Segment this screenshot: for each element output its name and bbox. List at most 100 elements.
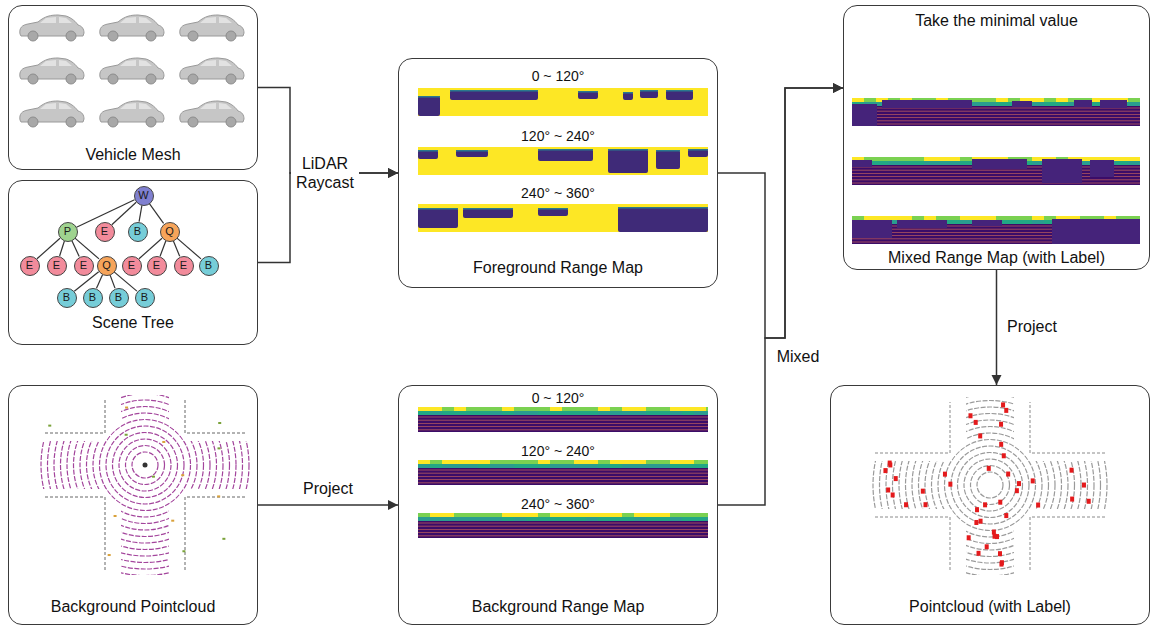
vehicle-range	[852, 220, 892, 238]
scan-ring	[971, 466, 1010, 505]
vehicle-point	[1002, 453, 1006, 458]
scan-ring	[67, 387, 223, 543]
tree-node-circle: B	[109, 288, 129, 308]
scan-ring	[899, 394, 1081, 576]
vehicle-point	[1004, 513, 1008, 518]
vehicle-point	[891, 492, 895, 497]
vehicle-range	[1074, 100, 1092, 107]
scan-line	[852, 124, 1140, 125]
scan-ring	[87, 407, 204, 524]
vehicle-point	[886, 487, 890, 492]
vehicle-range-edge	[418, 208, 458, 210]
range-band	[1032, 102, 1044, 106]
tree-node-circle: E	[147, 256, 167, 276]
range-band	[502, 517, 514, 521]
scan-line	[418, 473, 708, 474]
scan-ring	[9, 329, 282, 602]
vehicle-range-edge	[538, 149, 593, 151]
scan-ring	[932, 427, 1049, 544]
tree-node-letter: E	[96, 223, 114, 241]
scan-ring	[906, 401, 1075, 570]
vehicle-range-edge	[578, 91, 598, 93]
range-band	[948, 220, 960, 224]
caption: Scene Tree	[92, 314, 174, 332]
range-band	[646, 411, 658, 415]
scan-line	[852, 179, 1140, 180]
vehicle-point	[1082, 483, 1086, 488]
range-band	[526, 513, 538, 517]
tree-node-letter: E	[123, 257, 141, 275]
range-band	[490, 411, 502, 415]
range-band	[634, 464, 646, 468]
range-band	[574, 517, 586, 521]
range-band	[1128, 98, 1140, 102]
range-band	[442, 460, 454, 464]
building-edge	[1030, 517, 1105, 570]
range-band	[418, 517, 430, 521]
range-band	[538, 411, 550, 415]
vehicle-mesh	[20, 58, 84, 84]
vehicle-point	[977, 551, 981, 556]
vehicle-range-edge	[463, 208, 513, 210]
scan-ring	[48, 368, 243, 563]
range-band	[972, 102, 984, 106]
scan-line	[418, 476, 708, 477]
vehicle-point	[921, 489, 925, 494]
vehicle-point	[1070, 468, 1074, 473]
vehicle-mesh	[180, 58, 244, 84]
tree-node-circle: E	[20, 256, 40, 276]
range-band	[936, 161, 948, 165]
angle-label: 120° ~ 240°	[521, 128, 595, 144]
scan-line	[418, 526, 708, 527]
vehicle-point	[948, 482, 952, 487]
tree-node-letter: E	[148, 257, 166, 275]
vehicle-point	[974, 520, 978, 525]
range-strip	[852, 216, 1140, 244]
scan-line	[418, 532, 708, 533]
process-box: Vehicle Mesh	[8, 5, 258, 170]
point-mark	[182, 550, 185, 552]
range-band	[706, 411, 708, 415]
scan-ring	[61, 381, 230, 550]
range-band	[442, 513, 454, 517]
range-band	[454, 513, 466, 517]
tree-node-letter: Q	[98, 257, 116, 275]
range-band	[610, 460, 622, 464]
vehicle-point	[999, 442, 1003, 447]
scan-ring	[977, 472, 1003, 498]
range-band	[526, 464, 538, 468]
range-band	[996, 102, 1008, 106]
tree-branch	[173, 241, 179, 257]
range-band	[418, 513, 430, 517]
range-band	[706, 517, 708, 521]
tree-node-letter: B	[84, 289, 102, 307]
range-band	[442, 517, 454, 521]
vehicle-range	[972, 220, 1002, 226]
scan-line	[418, 535, 708, 536]
scan-ring	[854, 349, 1127, 622]
range-band	[514, 513, 526, 517]
range-band	[1032, 98, 1044, 102]
range-band	[574, 513, 586, 517]
range-band	[694, 460, 706, 464]
range-band	[864, 98, 876, 102]
vehicle-range	[463, 208, 513, 218]
range-band	[694, 464, 706, 468]
vehicle-range-edge	[456, 150, 488, 152]
range-band	[562, 407, 574, 411]
vehicle-range-edge	[656, 150, 680, 152]
tree-node-circle: B	[128, 222, 148, 242]
range-band	[478, 407, 490, 411]
range-band	[466, 464, 478, 468]
range-strip	[418, 460, 708, 485]
range-band	[610, 517, 622, 521]
range-band	[550, 411, 562, 415]
range-band	[1128, 161, 1140, 165]
range-band	[430, 517, 442, 521]
scan-ring	[119, 439, 171, 491]
sensor-hole	[135, 455, 155, 475]
vehicle-mesh	[180, 15, 244, 41]
process-box: 0 ~ 120°120° ~ 240°240° ~ 360°Foreground…	[398, 58, 718, 288]
range-band	[984, 216, 996, 220]
vehicle-range-edge	[418, 96, 440, 98]
